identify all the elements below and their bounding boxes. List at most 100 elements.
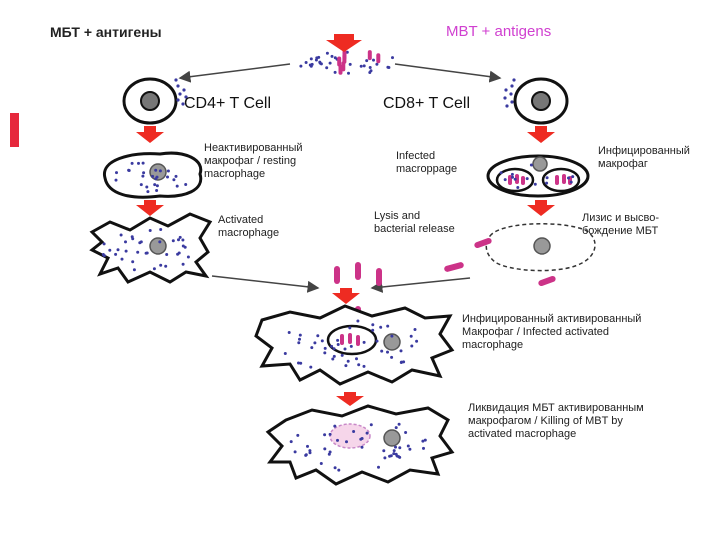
granule xyxy=(371,328,375,332)
granule xyxy=(372,58,375,62)
granule xyxy=(154,168,158,172)
granule xyxy=(119,233,123,237)
red-arrow-center-2 xyxy=(336,392,364,406)
granule xyxy=(337,56,342,67)
granule xyxy=(116,248,120,252)
granule xyxy=(338,64,343,75)
granule xyxy=(369,69,373,73)
granule xyxy=(375,62,379,66)
granule xyxy=(297,361,300,365)
granule xyxy=(413,328,417,331)
granule xyxy=(386,324,390,328)
granule xyxy=(142,171,146,175)
granule xyxy=(421,439,425,443)
granule xyxy=(332,347,336,351)
granule xyxy=(159,228,163,231)
granule xyxy=(423,438,427,442)
cd8-dots xyxy=(503,78,516,108)
granule xyxy=(313,341,317,345)
granule xyxy=(130,161,134,165)
granule xyxy=(342,49,347,60)
infected-activated-macrophage xyxy=(254,304,455,386)
lysis-ru-line-1: Лизис и высво- xyxy=(582,212,660,224)
killing-line-3: activated macrophage xyxy=(468,428,577,440)
granule xyxy=(348,62,352,66)
killing-line-1: Ликвидация МБТ активированным xyxy=(468,402,644,414)
cd4-t-cell xyxy=(122,77,188,125)
granule xyxy=(349,344,353,348)
granule xyxy=(304,453,308,457)
granule xyxy=(181,238,185,242)
granule xyxy=(510,172,514,176)
granule xyxy=(410,344,414,348)
granule xyxy=(165,253,169,256)
granule xyxy=(533,182,537,186)
granule xyxy=(114,252,118,256)
granule xyxy=(360,437,364,440)
granule xyxy=(529,163,533,167)
granule xyxy=(297,341,301,345)
granule xyxy=(174,174,178,178)
granule xyxy=(569,180,573,184)
granule xyxy=(398,446,402,450)
granule xyxy=(155,175,159,179)
granule xyxy=(166,169,170,173)
granule xyxy=(146,190,150,194)
arrow-lysing-to-center xyxy=(370,277,471,293)
granule xyxy=(513,177,517,181)
infected-ru-line-1: Инфицированный xyxy=(598,145,690,157)
granule xyxy=(177,238,180,242)
granule xyxy=(172,178,176,182)
granule xyxy=(503,178,507,182)
granule xyxy=(171,239,175,243)
granule xyxy=(309,57,313,61)
activated-label: Activated macrophage xyxy=(218,214,279,240)
granule xyxy=(368,66,372,69)
granule xyxy=(299,361,303,365)
granule xyxy=(115,171,118,175)
killing-macrophage xyxy=(265,404,455,486)
granule xyxy=(310,62,314,66)
granule xyxy=(367,50,372,61)
granule xyxy=(108,248,112,252)
granule xyxy=(317,55,321,59)
granule xyxy=(376,53,381,64)
granule xyxy=(345,50,349,54)
slide-accent-bar xyxy=(10,113,19,147)
granule xyxy=(101,253,105,256)
mbt-antigen-cluster xyxy=(299,49,394,75)
granule xyxy=(325,66,329,70)
cd8-t-cell xyxy=(503,77,569,125)
cd4-label: CD4+ T Cell xyxy=(184,95,271,112)
activated-line-2: macrophage xyxy=(218,227,280,239)
infected-line-1: Infected xyxy=(396,150,436,162)
granule xyxy=(314,58,318,62)
granule xyxy=(318,61,322,65)
granule xyxy=(383,456,387,460)
granule xyxy=(289,440,293,444)
granule xyxy=(306,444,309,448)
granule xyxy=(333,424,337,428)
granule xyxy=(337,468,341,472)
granule xyxy=(336,343,340,346)
granule xyxy=(164,264,168,268)
granule xyxy=(127,168,131,172)
red-arrow-resting-down xyxy=(136,200,164,216)
granule xyxy=(571,175,575,179)
granule xyxy=(394,445,397,449)
granule xyxy=(375,339,379,343)
granule xyxy=(328,432,332,436)
granule xyxy=(151,174,155,178)
granule xyxy=(283,352,287,355)
granule xyxy=(310,346,314,350)
granule xyxy=(362,364,366,368)
granule xyxy=(525,177,529,181)
granule xyxy=(409,334,413,338)
granule xyxy=(355,357,358,361)
granule xyxy=(325,51,329,55)
granule xyxy=(186,255,190,259)
granule xyxy=(399,349,403,353)
granule xyxy=(346,359,350,363)
granule xyxy=(382,449,386,453)
killing-label: Ликвидация МБТ активированным макрофагом… xyxy=(468,402,644,441)
